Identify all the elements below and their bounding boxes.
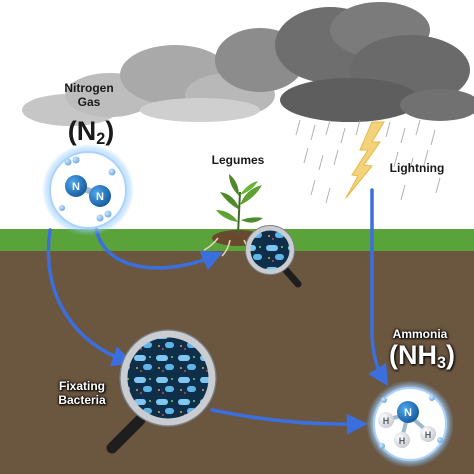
arrow-n2-to-bacteria: [46, 228, 134, 367]
atom-label-h-2: H: [399, 436, 406, 446]
formula-n2: (N2): [56, 116, 126, 149]
lightning-bolt-icon: [345, 121, 385, 199]
bacteria-magnifier-icon: [106, 329, 217, 454]
formula-n2-main: N: [76, 116, 97, 146]
label-fixating-bacteria: Fixating Bacteria: [58, 379, 106, 407]
label-legumes: Legumes: [211, 153, 265, 167]
arrow-lightning-to-ammonia: [368, 188, 389, 387]
arrow-n2-to-legumes: [94, 226, 223, 271]
atom-label-h-3: H: [425, 430, 432, 440]
arrow-bacteria-to-ammonia: [210, 408, 368, 435]
formula-n2-close: ): [105, 116, 115, 146]
atom-label-n-right: N: [96, 191, 104, 203]
atom-label-n-ammonia: N: [404, 407, 412, 419]
formula-n2-open: (: [67, 116, 77, 146]
formula-nh3-sub: 3: [436, 354, 446, 373]
formula-nh3-main: NH: [397, 340, 437, 370]
label-ammonia: Ammonia: [392, 327, 448, 341]
atom-label-n-left: N: [72, 181, 80, 193]
cloud-icon: [22, 2, 474, 126]
formula-nh3-open: (: [388, 340, 398, 370]
formula-nh3-close: ): [446, 340, 455, 370]
atom-label-h-1: H: [383, 416, 390, 426]
magnifier-icon: [245, 225, 302, 288]
label-nitrogen-gas: Nitrogen Gas: [64, 81, 114, 109]
nh3-molecule-icon: [366, 380, 454, 468]
formula-nh3: (NH3): [372, 340, 472, 373]
formula-n2-sub: 2: [96, 130, 106, 149]
label-lightning: Lightning: [389, 161, 445, 175]
flow-arrows: [46, 188, 389, 435]
n2-molecule-icon: [42, 144, 134, 236]
